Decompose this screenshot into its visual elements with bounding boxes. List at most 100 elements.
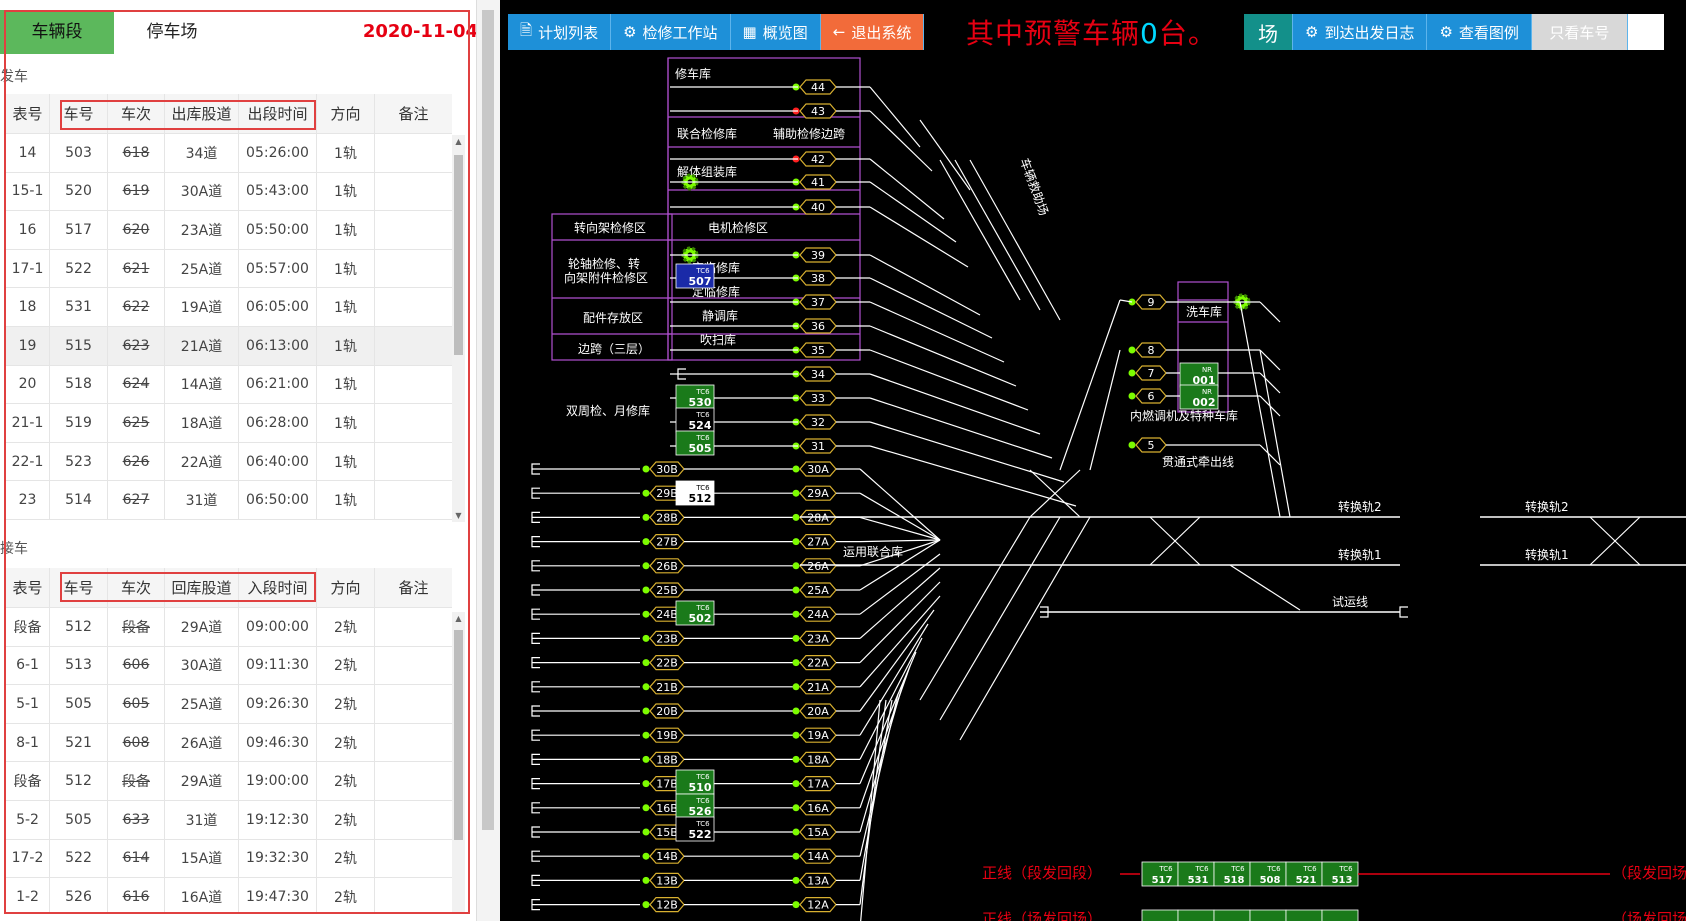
departure-scrollbar[interactable]: ▲ ▼: [452, 135, 465, 522]
table-header: 表号车号车次回库股道入段时间方向备注: [6, 568, 452, 608]
column-header: 车次: [108, 94, 165, 133]
label-mainline-right: （段发回场: [1612, 864, 1686, 882]
overview-button[interactable]: ▦概览图: [730, 14, 821, 50]
table-cell: 06:28:00: [239, 404, 317, 442]
table-cell: 22-1: [6, 442, 50, 481]
track-line: [1149, 516, 1201, 566]
table-cell: 1轨: [317, 442, 375, 481]
label-parts-area: 配件存放区: [583, 310, 643, 325]
arrival-scrollbar[interactable]: ▲: [452, 612, 465, 914]
signal-dot: [792, 804, 800, 812]
yard-button[interactable]: 场: [1244, 14, 1293, 50]
track-number: 17A: [807, 778, 829, 791]
train-type: TC6: [695, 411, 710, 419]
track-number: 9: [1148, 296, 1155, 309]
track-line: [954, 159, 1041, 311]
document-icon: 🗎: [520, 20, 533, 39]
tab-depot[interactable]: 车辆段: [0, 10, 114, 54]
gear-icon: ⚙: [1305, 23, 1319, 41]
table-cell: 05:50:00: [239, 211, 317, 249]
toggle-switch[interactable]: [1627, 14, 1664, 50]
track-number: 14A: [807, 850, 829, 863]
track-line: [869, 325, 1017, 387]
buffer-stop: [1040, 606, 1049, 618]
plan-list-button[interactable]: 🗎计划列表: [508, 14, 612, 50]
train-block: [675, 480, 715, 506]
label-transfer-rail: 转换轨1: [1525, 547, 1569, 562]
track-number: 43: [811, 105, 825, 118]
warning-message: 其中预警车辆0台。: [966, 17, 1217, 50]
table-cell: [375, 404, 452, 442]
table-cell: 29A道: [165, 608, 239, 646]
train-block: [675, 430, 715, 456]
table-cell: 2轨: [317, 685, 375, 723]
workstation-button[interactable]: ⚙检修工作站: [611, 14, 731, 50]
table-cell: 06:13:00: [239, 326, 317, 365]
train-block: [1179, 362, 1219, 388]
exit-button[interactable]: ←退出系统: [820, 14, 925, 50]
track-number: 20A: [807, 705, 829, 718]
train-block: [1285, 909, 1323, 921]
table-cell: 5-2: [6, 800, 50, 839]
track-line: [859, 468, 941, 541]
column-header: 车次: [108, 568, 165, 607]
track-number: 13A: [807, 874, 829, 887]
track-number: 28A: [807, 511, 829, 524]
table-cell: 段备: [6, 762, 50, 800]
train-type: TC6: [695, 388, 710, 396]
table-cell: 5-1: [6, 685, 50, 723]
track-number: 41: [811, 176, 825, 189]
legend-button[interactable]: ⚙查看图例: [1427, 14, 1532, 50]
table-cell: 606: [108, 646, 165, 685]
column-header: 方向: [317, 94, 375, 133]
label-mainline: 正线（段发回段）: [982, 864, 1102, 882]
track-number: 39: [811, 249, 825, 262]
signal-dot: [792, 610, 800, 618]
tab-parking[interactable]: 停车场: [146, 22, 198, 42]
train-block: [675, 600, 715, 626]
track-number: 15B: [656, 826, 678, 839]
map-icon: ▦: [742, 23, 757, 41]
train-block: [1249, 909, 1287, 921]
train-block: [1321, 909, 1359, 921]
table-cell: 513: [50, 646, 108, 685]
secondary-toolbar: 场 ⚙到达出发日志 ⚙查看图例 只看车号: [1244, 14, 1664, 50]
column-header: 出段时间: [239, 94, 317, 133]
panel-divider-scrollbar[interactable]: [476, 0, 500, 921]
train-type: TC6: [1266, 865, 1281, 873]
track-number: 36: [811, 320, 825, 333]
car-number-only-toggle[interactable]: 只看车号: [1531, 14, 1628, 50]
table-cell: [375, 685, 452, 723]
train-number: 524: [689, 419, 712, 432]
track-number: 16A: [807, 802, 829, 815]
table-cell: [375, 173, 452, 211]
column-header: 表号: [6, 94, 50, 133]
track-number: 8: [1148, 344, 1155, 357]
track-number: 23B: [656, 632, 678, 645]
arrival-log-button[interactable]: ⚙到达出发日志: [1293, 14, 1428, 50]
track-line: [869, 373, 1041, 435]
train-type: NR: [1202, 388, 1212, 396]
signal-dot: [792, 634, 800, 642]
table-cell: 1轨: [317, 326, 375, 365]
track-line: [859, 581, 941, 664]
